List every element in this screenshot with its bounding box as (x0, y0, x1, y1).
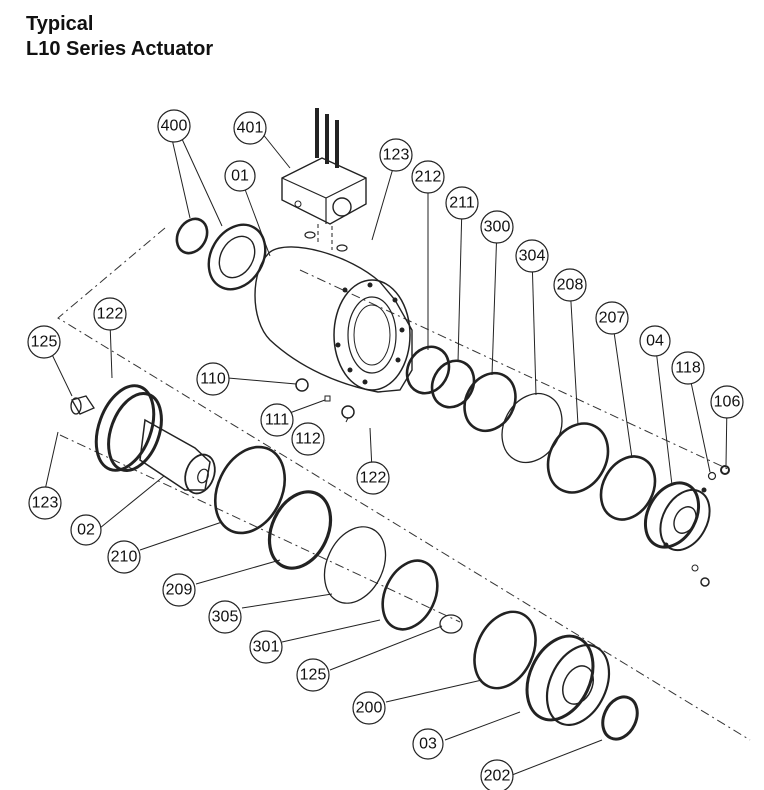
callout-210: 210 (107, 540, 141, 574)
part-400-seals (175, 217, 267, 291)
callout-208: 208 (553, 268, 587, 302)
svg-text:123: 123 (383, 147, 410, 164)
svg-text:111: 111 (265, 412, 289, 429)
assembly-centerlines (57, 227, 751, 741)
svg-text:208: 208 (557, 277, 584, 294)
callout-125-left: 125 (27, 325, 61, 359)
title-line-2: L10 Series Actuator (26, 38, 214, 60)
callout-123-top: 123 (379, 138, 413, 172)
svg-text:03: 03 (419, 736, 437, 753)
part-02-piston (94, 384, 216, 495)
callout-03: 03 (412, 728, 444, 760)
callout-01: 01 (224, 160, 256, 192)
callout-125-bottom: 125 (296, 658, 330, 692)
part-212-ring (405, 345, 451, 395)
callout-301: 301 (249, 630, 283, 664)
part-300-ring (463, 371, 517, 433)
svg-text:202: 202 (484, 768, 511, 785)
svg-text:125: 125 (300, 667, 327, 684)
callout-111: 111 (260, 403, 294, 437)
callout-106: 106 (710, 385, 744, 419)
callout-400: 400 (157, 109, 191, 143)
callout-305: 305 (208, 600, 242, 634)
svg-text:210: 210 (111, 549, 138, 566)
svg-text:207: 207 (599, 310, 626, 327)
svg-text:112: 112 (295, 431, 321, 448)
svg-text:212: 212 (415, 169, 442, 186)
leader-lines (44, 127, 728, 776)
svg-text:211: 211 (449, 195, 475, 212)
part-01-housing (254, 246, 413, 393)
svg-text:110: 110 (200, 371, 226, 388)
part-110-112-fittings (295, 378, 355, 419)
part-208-ring (546, 422, 610, 494)
part-200-ring (473, 610, 537, 690)
callout-112: 112 (291, 422, 325, 456)
callout-122-center: 122 (356, 461, 390, 495)
svg-text:106: 106 (714, 394, 741, 411)
part-04-end-cap (643, 481, 711, 552)
svg-text:118: 118 (675, 360, 701, 377)
part-207-ring (599, 455, 657, 521)
svg-text:401: 401 (237, 120, 264, 137)
callout-300: 300 (480, 210, 514, 244)
svg-text:400: 400 (161, 118, 188, 135)
callout-211: 211 (445, 186, 479, 220)
svg-text:122: 122 (360, 470, 387, 487)
svg-text:122: 122 (97, 306, 124, 323)
callout-118: 118 (671, 351, 705, 385)
callout-207: 207 (595, 301, 629, 335)
svg-text:200: 200 (356, 700, 383, 717)
part-209-ring (267, 490, 333, 570)
svg-text:209: 209 (166, 582, 193, 599)
svg-text:125: 125 (31, 334, 58, 351)
callout-401: 401 (233, 111, 267, 145)
callout-110: 110 (196, 362, 230, 396)
callout-123-left: 123 (28, 486, 62, 520)
svg-text:123: 123 (32, 495, 59, 512)
part-305-ring (323, 526, 387, 604)
svg-text:04: 04 (646, 333, 664, 350)
diagram-title: Typical L10 Series Actuator (26, 12, 213, 62)
callout-212: 212 (411, 160, 445, 194)
part-125-bushing-a (70, 395, 95, 415)
callout-202: 202 (480, 759, 514, 790)
part-304-ring (501, 392, 563, 464)
svg-text:304: 304 (519, 248, 546, 265)
title-line-1: Typical (26, 13, 94, 35)
callout-04: 04 (639, 325, 671, 357)
svg-text:301: 301 (253, 639, 280, 656)
part-125-bushing-b (439, 614, 463, 634)
svg-text:02: 02 (77, 522, 95, 539)
part-211-ring (430, 359, 476, 409)
part-202-ring (601, 695, 639, 741)
part-210-ring (214, 445, 286, 535)
part-03-end-cap (525, 634, 611, 726)
svg-text:01: 01 (231, 168, 249, 185)
callout-209: 209 (162, 573, 196, 607)
callout-02: 02 (70, 514, 102, 546)
callout-200: 200 (352, 691, 386, 725)
svg-text:305: 305 (212, 609, 239, 626)
part-118-106-fittings (691, 465, 730, 587)
part-301-ring (381, 559, 439, 631)
callout-304: 304 (515, 239, 549, 273)
callout-122-left: 122 (93, 297, 127, 331)
part-401-mounting-block (281, 108, 367, 252)
svg-text:300: 300 (484, 219, 511, 236)
